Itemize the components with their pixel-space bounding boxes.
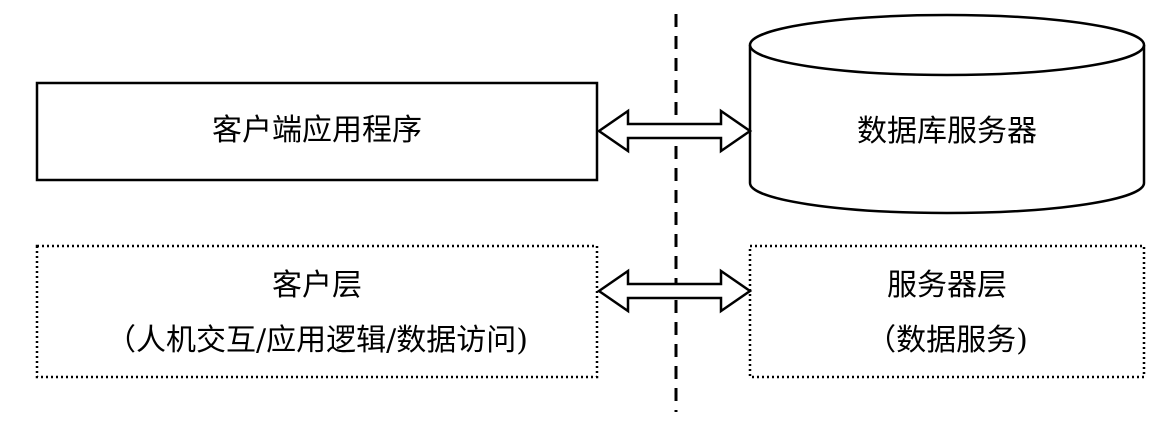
- client-app-label: 客户端应用程序: [212, 113, 422, 148]
- client-app-box: [35, 81, 599, 182]
- database-server-cylinder: [748, 13, 1146, 215]
- database-server-label: 数据库服务器: [857, 114, 1037, 149]
- client-layer-detail: （人机交互/应用逻辑/数据访问): [106, 323, 528, 358]
- client-layer-box: [35, 244, 599, 379]
- server-layer-title: 服务器层: [887, 268, 1007, 303]
- server-layer-detail: （数据服务): [866, 323, 1028, 358]
- bottom-bidirectional-arrow: [596, 268, 753, 314]
- server-layer-box: [748, 244, 1146, 379]
- top-bidirectional-arrow: [596, 108, 753, 154]
- client-layer-title: 客户层: [272, 268, 362, 303]
